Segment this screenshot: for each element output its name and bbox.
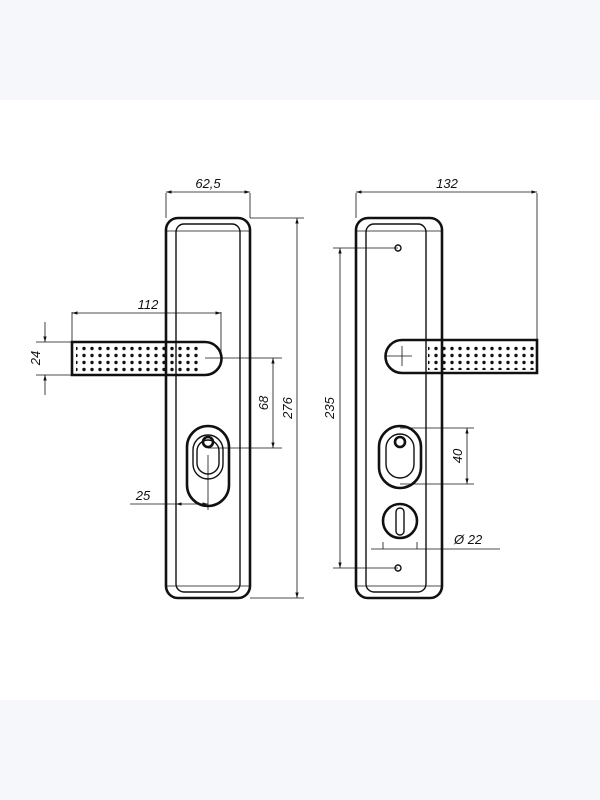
back-view: 132 235 40 Ø 22 [322,176,539,600]
dim-total-height: 276 [250,217,304,599]
front-plate [164,216,252,600]
top-margin-band [0,0,600,100]
label-cylinder-height: 40 [450,448,465,463]
label-total-height: 276 [280,396,295,419]
label-screw-spacing: 235 [322,396,337,419]
back-cylinder-escutcheon [377,424,423,490]
label-back-width: 132 [436,176,458,191]
label-front-width: 62,5 [195,176,221,191]
dim-spindle-cylinder: 68 [205,357,282,449]
technical-drawing: 62,5 112 24 68 276 [28,176,539,600]
back-thumbturn [381,502,419,540]
label-backset: 25 [135,488,151,503]
label-lever-width: 24 [28,351,43,366]
back-lever-handle [384,338,539,375]
dim-front-width: 62,5 [165,176,251,218]
bottom-margin-band [0,700,600,800]
dim-lever-length: 112 [71,297,222,358]
dim-backset: 25 [130,455,209,510]
dim-lever-width: 24 [28,322,72,395]
front-view: 62,5 112 24 68 276 [28,176,304,600]
front-lever-handle [70,340,223,377]
dim-back-width: 132 [355,176,538,340]
label-spindle-cylinder: 68 [256,395,271,410]
label-turn-diameter: Ø 22 [453,532,483,547]
back-plate [354,216,444,600]
dim-cylinder-height: 40 [400,427,474,485]
label-lever-length: 112 [138,297,159,312]
dim-screw-spacing: 235 [322,247,398,569]
dim-turn-diameter: Ø 22 [371,532,500,550]
drawing-sheet: 62,5 112 24 68 276 [0,100,600,700]
